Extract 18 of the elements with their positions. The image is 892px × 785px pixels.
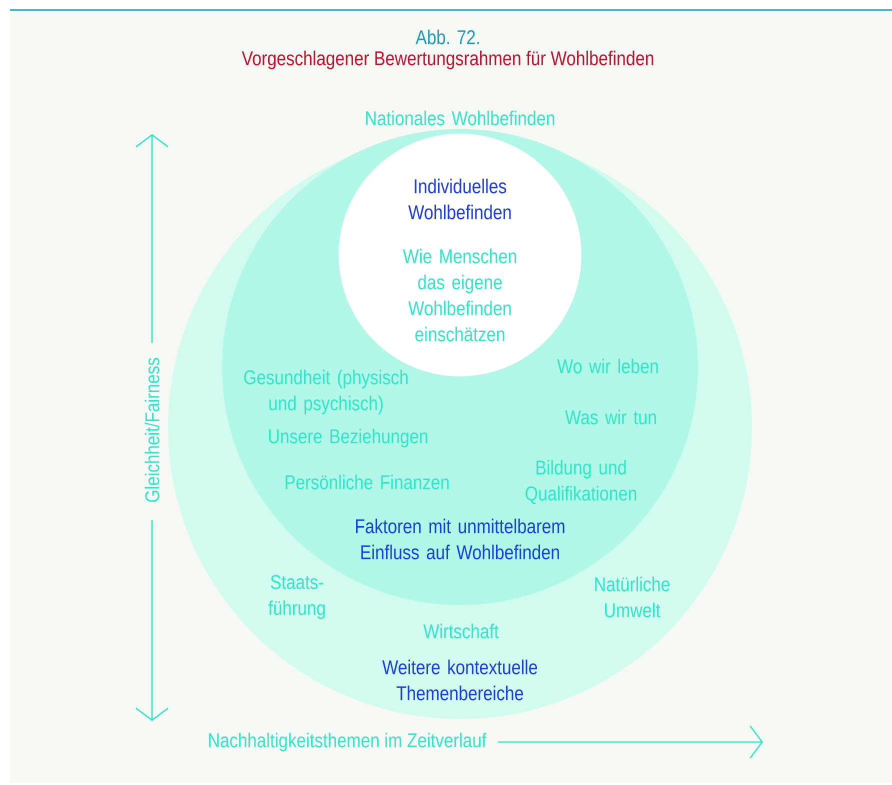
topic-label: Staats- führung: [268, 574, 325, 620]
axis-label: Gleichheit/Fairness: [144, 358, 160, 502]
topic-label: Was wir tun: [565, 410, 656, 424]
axis-label: Nachhaltigkeitsthemen im Zeitverlauf: [209, 732, 486, 752]
circle-heading: Individuelles Wohlbefinden: [408, 178, 511, 220]
circle-heading: Nationales Wohlbefinden: [366, 110, 554, 126]
topic-label: Unsere Beziehungen: [268, 428, 428, 448]
topic-label: Bildung und Qualifikationen: [526, 460, 636, 504]
figure-title: Vorgeschlagener Bewertungsrahmen für Wohlbefinden: [242, 50, 654, 70]
topic-label: Wirtschaft: [423, 624, 499, 638]
circle-heading: Faktoren mit unmittelbarem Einfluss auf Wohlbefinden: [356, 518, 564, 560]
topic-label: Persönliche Finanzen: [286, 474, 449, 490]
circle-heading: Weitere kontextuelle Themenbereiche: [382, 660, 538, 700]
figure-number: Abb. 72.: [416, 30, 479, 44]
topic-label: Gesundheit (physisch und psychisch): [244, 370, 408, 414]
topic-label: Wo wir leben: [557, 358, 658, 374]
circle-description: Wie Menschen das eigene Wohlbefinden einschätzen: [402, 248, 516, 342]
topic-label: Natürliche Umwelt: [595, 576, 670, 618]
